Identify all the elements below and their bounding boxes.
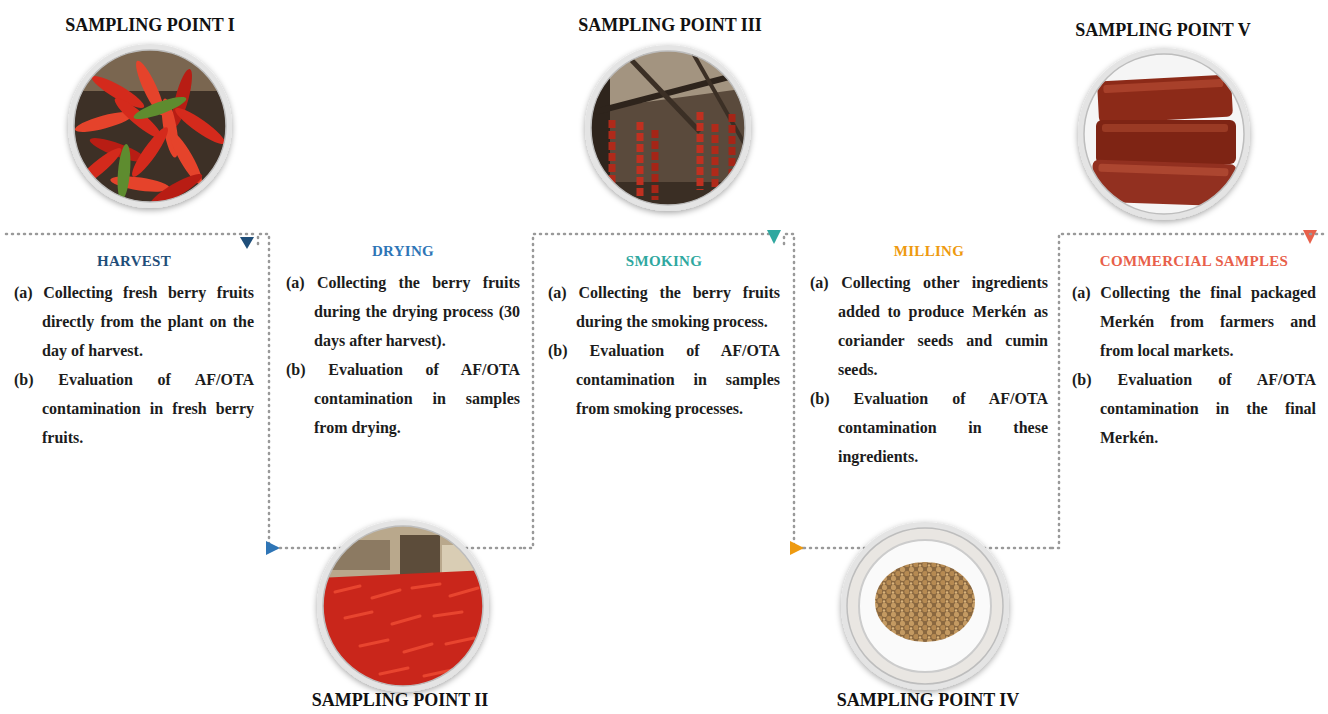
process-flow-connector: [1052, 234, 1310, 548]
stage-panel: HARVEST (a) Collecting fresh berry fruits…: [8, 244, 258, 452]
stage-panel: COMMERCIAL SAMPLES (a) Collecting the fin…: [1066, 244, 1320, 452]
stage-heading: COMMERCIAL SAMPLES: [1072, 250, 1316, 272]
drying-photo: [442, 545, 490, 573]
sampling-point-label: SAMPLING POINT IV: [837, 689, 1020, 711]
drying-photo: [335, 586, 360, 592]
stage-step: (b) Evaluation of AF/OTA contamination i…: [548, 336, 780, 423]
drying-photo: [323, 526, 483, 686]
stage-step: (b) Evaluation of AF/OTA contamination i…: [14, 365, 254, 452]
sampling-point-label: SAMPLING POINT II: [312, 689, 489, 711]
process-line: [6, 234, 1328, 548]
drying-photo: [335, 584, 478, 676]
merken-package-photo: [1103, 79, 1223, 93]
process-flow-connector: [524, 234, 774, 548]
drying-photo: [360, 640, 388, 646]
merken-package-photo: [1097, 75, 1233, 124]
drying-photo: [392, 616, 420, 624]
smoking-photo: [588, 48, 748, 212]
chili-photo: [147, 169, 205, 210]
drying-photo: [412, 584, 440, 588]
smoking-photo: [697, 112, 704, 190]
stage-panel: DRYING (a) Collecting the berry fruits du…: [280, 234, 524, 548]
drying-photo: [400, 535, 440, 575]
stage-heading: HARVEST: [14, 250, 254, 272]
merken-package-photo: [1078, 48, 1250, 220]
merken-package-photo: [1096, 120, 1236, 164]
drying-photo: [320, 570, 490, 694]
stage-step: (a) Collecting the final packaged Merkén…: [1072, 278, 1316, 365]
smoking-photo: [585, 45, 751, 212]
merken-package-photo: [1078, 48, 1250, 220]
stage-step: (b) Evaluation of AF/OTA contamination i…: [1072, 365, 1316, 452]
stage-step: (a) Collecting the berry fruits during t…: [548, 278, 780, 336]
drying-photo: [320, 524, 490, 694]
seeds-photo: [841, 522, 1009, 690]
smoking-photo: [585, 45, 751, 211]
chili-photo: [68, 44, 232, 211]
process-line: [6, 233, 258, 236]
smoking-photo: [591, 51, 745, 205]
seeds-photo: [859, 540, 991, 672]
stage-panel: MILLING (a) Collecting other ingredients …: [804, 234, 1052, 548]
merken-package-photo: [1084, 54, 1244, 214]
drying-photo: [345, 612, 372, 618]
chili-photo: [116, 144, 133, 201]
drying-photo: [372, 590, 400, 598]
process-line: [1310, 233, 1328, 236]
smoking-photo: [612, 112, 732, 200]
stage-step: (b) Evaluation of AF/OTA contamination i…: [810, 384, 1048, 471]
sampling-point-label: SAMPLING POINT III: [578, 14, 762, 36]
smoking-photo: [637, 122, 644, 196]
merken-package-photo: [1091, 160, 1236, 207]
stage-heading: MILLING: [810, 240, 1048, 262]
merken-package-photo: [1084, 54, 1244, 214]
seeds-photo: [875, 562, 975, 642]
drying-photo: [330, 540, 390, 570]
drying-photo: [450, 588, 478, 596]
merken-package-photo: [1098, 164, 1228, 177]
stage-step: (b) Evaluation of AF/OTA contamination i…: [286, 355, 520, 442]
stage-step: (a) Collecting fresh berry fruits direct…: [14, 278, 254, 365]
seeds-photo: [845, 526, 1005, 686]
seeds-photo: [847, 528, 1003, 684]
chili-photo: [127, 124, 172, 181]
drying-photo: [446, 638, 474, 644]
chili-photo: [74, 50, 226, 202]
drying-photo: [380, 668, 408, 674]
chili-photo: [70, 46, 230, 211]
seeds-photo: [845, 526, 1005, 686]
seeds-photo: [841, 522, 1009, 690]
merken-package-photo: [1102, 124, 1228, 132]
drying-photo: [320, 524, 490, 694]
smoking-photo: [588, 182, 748, 212]
drying-photo: [434, 612, 462, 616]
process-flow-connector: [784, 234, 804, 548]
sampling-point-label: SAMPLING POINT V: [1075, 19, 1250, 41]
sampling-point-label: SAMPLING POINT I: [65, 14, 235, 36]
stage-step: (a) Collecting other ingredients added t…: [810, 268, 1048, 384]
stage-step: (a) Collecting the berry fruits during t…: [286, 268, 520, 355]
process-flow-connector: [258, 234, 280, 548]
stage-panel: SMOKING (a) Collecting the berry fruits d…: [542, 244, 784, 423]
stage-heading: DRYING: [286, 240, 520, 262]
chili-photo: [68, 44, 232, 208]
smoking-photo: [609, 120, 616, 190]
stage-marker: [240, 237, 254, 249]
stage-heading: SMOKING: [548, 250, 780, 272]
merken-package-photo: [1084, 54, 1244, 214]
smoking-photo: [652, 130, 659, 200]
chili-photo: [70, 46, 230, 206]
drying-photo: [404, 644, 432, 652]
chili-photo: [132, 93, 189, 123]
drying-photo: [317, 520, 490, 694]
